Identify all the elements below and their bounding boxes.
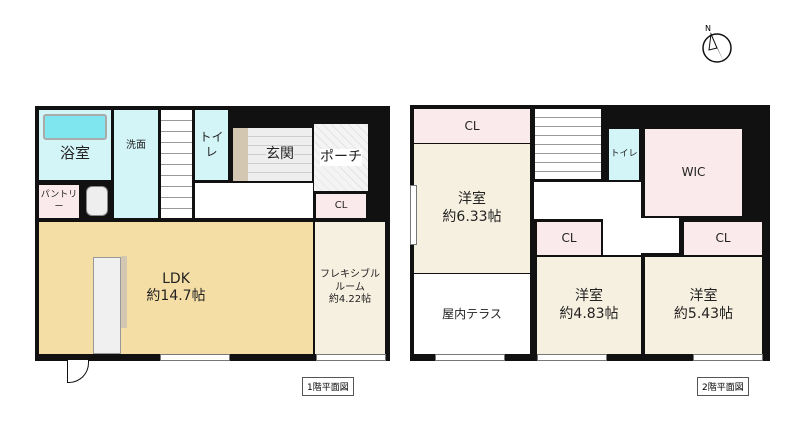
closet-2f-c: CL (684, 222, 762, 255)
room-western-c: 洋室 約5.43帖 (645, 257, 762, 354)
hall-1f (195, 183, 313, 218)
bathtub (43, 114, 107, 140)
room-porch: ポーチ (314, 124, 368, 191)
north-arrow-icon (702, 32, 732, 63)
north-label: N (705, 24, 711, 33)
stairs-1f (161, 110, 192, 218)
hall-2f-b (603, 218, 641, 255)
floor1-caption: 1階平面図 (302, 377, 354, 396)
window-room-c (693, 354, 763, 361)
door-rear (67, 360, 89, 383)
room-terrace: 屋内テラス (414, 274, 530, 354)
kitchen-partition (121, 256, 127, 328)
window-flex (316, 354, 386, 361)
stairs-2f (535, 109, 601, 179)
toilet-fixture (86, 186, 108, 216)
window-room-a (410, 185, 417, 245)
shoe-storage (233, 128, 248, 181)
room-ldk: LDK 約14.7帖 (39, 222, 313, 354)
room-entrance: 玄関 (248, 128, 312, 181)
hall-2f-c (641, 218, 679, 253)
compass: N (697, 24, 737, 66)
window-room-b (537, 354, 607, 361)
window-ldk (160, 354, 230, 361)
floor2-caption: 2階平面図 (697, 377, 749, 396)
room-wic: WIC (645, 129, 742, 216)
kitchen-counter (93, 257, 121, 354)
room-wash: 洗面 (114, 110, 158, 218)
room-western-a: 洋室 約6.33帖 (414, 144, 530, 273)
window-terrace (435, 354, 505, 361)
room-pantry: パントリー (39, 185, 79, 218)
room-toilet-1f: トイレ (195, 110, 228, 180)
hall-2f (534, 182, 641, 219)
room-toilet-2f: トイレ (609, 129, 639, 180)
room-flexible: フレキシブル ルーム 約4.22帖 (315, 222, 385, 354)
room-western-b: 洋室 約4.83帖 (537, 257, 641, 354)
closet-2f-a: CL (414, 109, 530, 143)
closet-1f: CL (316, 194, 366, 218)
closet-2f-b: CL (537, 222, 601, 255)
